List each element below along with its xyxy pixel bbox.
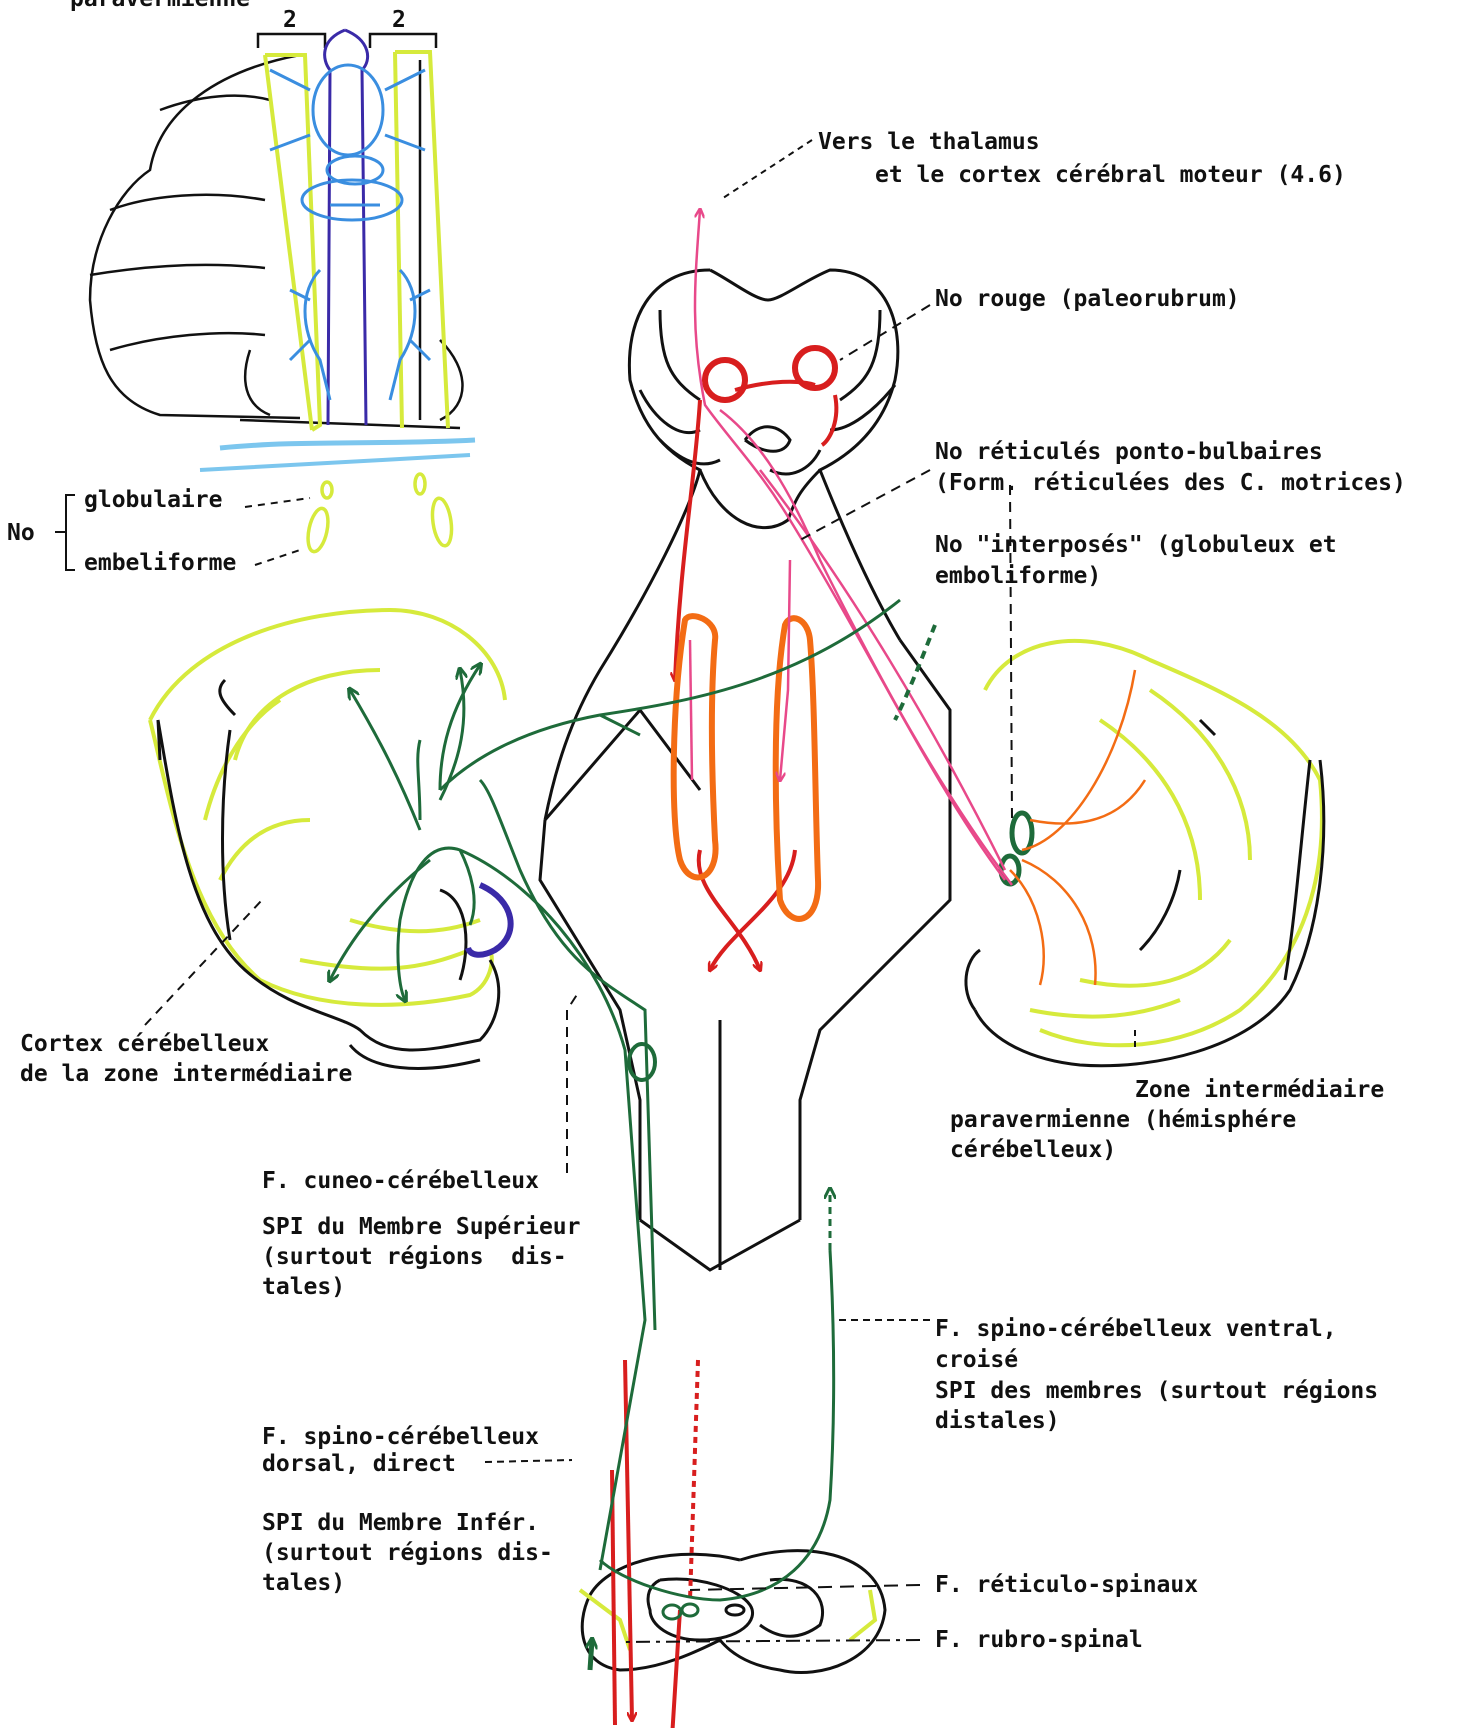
spi-inf-label-line3: tales) bbox=[262, 1568, 345, 1598]
thalamus-label-line1: Vers le thalamus bbox=[818, 127, 1040, 157]
ventral-label-line1: F. spino-cérébelleux ventral, bbox=[935, 1314, 1337, 1344]
reticular-loops bbox=[674, 616, 818, 919]
spi-sup-label-line3: tales) bbox=[262, 1272, 345, 1302]
ventral-label-line2: croisé bbox=[935, 1345, 1018, 1375]
inset-nuclei bbox=[305, 474, 455, 553]
cortex-label-line2: de la zone intermédiaire bbox=[20, 1059, 352, 1089]
left-hemisphere bbox=[150, 610, 511, 1068]
inset-zone-brackets bbox=[258, 34, 436, 48]
inset-partial-title: paravermienne bbox=[70, 0, 250, 14]
cuneo-label: F. cuneo-cérébelleux bbox=[262, 1166, 539, 1196]
inset-somatotopic-figures bbox=[270, 65, 430, 400]
zone-label-line2: paravermienne (hémisphére bbox=[950, 1105, 1296, 1135]
zone-number-left: 2 bbox=[283, 5, 297, 35]
spi-inf-label-line2: (surtout régions dis- bbox=[262, 1538, 553, 1568]
inset-fourth-ventricle bbox=[220, 440, 475, 448]
spi-sup-label-line1: SPI du Membre Supérieur bbox=[262, 1212, 581, 1242]
interposes-label-line1: No "interposés" (globuleux et bbox=[935, 530, 1337, 560]
reticules-label-line1: No réticulés ponto-bulbaires bbox=[935, 437, 1323, 467]
spi-sup-label-line2: (surtout régions dis- bbox=[262, 1242, 567, 1272]
inset-vermis bbox=[325, 30, 368, 425]
reticules-label-line2: (Form. réticulées des C. motrices) bbox=[935, 468, 1406, 498]
no-rouge-label: No rouge (paleorubrum) bbox=[935, 284, 1240, 314]
thalamus-label-line2: et le cortex cérébral moteur (4.6) bbox=[875, 160, 1346, 190]
ventral-label-line3: SPI des membres (surtout régions bbox=[935, 1376, 1378, 1406]
dorsal-label-line1: F. spino-cérébelleux bbox=[262, 1422, 539, 1452]
red-nucleus-left bbox=[705, 360, 745, 400]
reticulo-spinaux-label: F. réticulo-spinaux bbox=[935, 1570, 1198, 1600]
embeliforme-label: embeliforme bbox=[84, 548, 236, 578]
zone-label-line3: cérébelleux) bbox=[950, 1135, 1116, 1165]
right-hemisphere bbox=[966, 641, 1324, 1066]
rubro-spinal-label: F. rubro-spinal bbox=[935, 1625, 1143, 1655]
brainstem-outline bbox=[540, 270, 950, 1270]
interposes-label-line2: emboliforme) bbox=[935, 561, 1101, 591]
globulaire-label: globulaire bbox=[84, 485, 222, 515]
zone-label-line1: Zone intermédiaire bbox=[1135, 1075, 1384, 1105]
inset-outline bbox=[90, 55, 463, 428]
cortex-label-line1: Cortex cérébelleux bbox=[20, 1029, 269, 1059]
spi-inf-label-line1: SPI du Membre Infér. bbox=[262, 1508, 539, 1538]
no-prefix-label: No bbox=[7, 518, 35, 548]
dorsal-label-line2: dorsal, direct bbox=[262, 1449, 456, 1479]
zone-number-right: 2 bbox=[392, 5, 406, 35]
ventral-label-line4: distales) bbox=[935, 1406, 1060, 1436]
